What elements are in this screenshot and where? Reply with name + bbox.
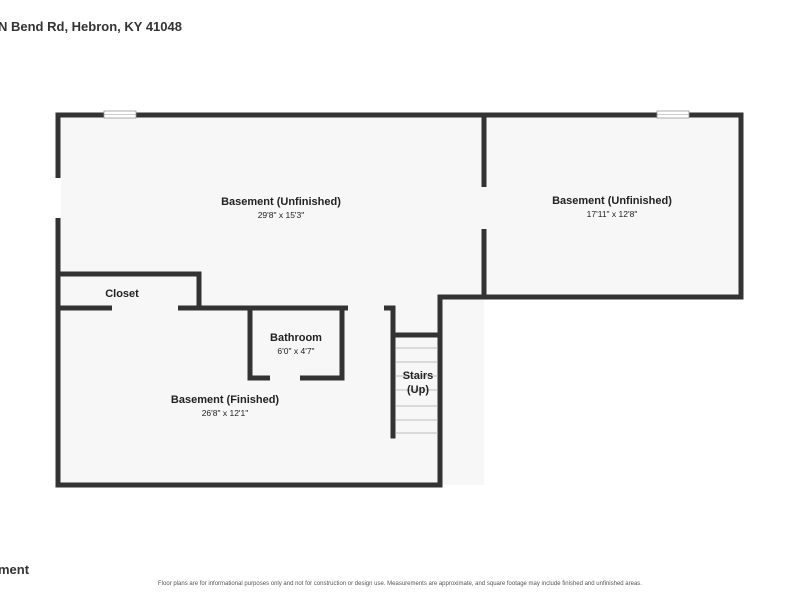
room-name-basement-unfinished-right: Basement (Unfinished) — [552, 195, 672, 207]
opening-bathroom — [270, 375, 300, 381]
floor-label: ment — [0, 562, 30, 577]
room-name-bathroom: Bathroom — [270, 332, 322, 344]
outer-wall — [55, 112, 744, 488]
closet-wall — [55, 271, 202, 311]
room-dims-basement-unfinished-left: 29'8" x 15'3" — [258, 210, 305, 220]
room-dims-basement-finished: 26'8" x 12'1" — [202, 408, 249, 418]
room-name-basement-finished: Basement (Finished) — [171, 394, 280, 406]
disclaimer-text: Floor plans are for informational purpos… — [158, 581, 642, 587]
windows — [103, 110, 690, 119]
opening-closet — [112, 305, 178, 311]
room-dims-basement-unfinished-right: 17'11" x 12'8" — [587, 209, 638, 219]
openings — [55, 178, 487, 381]
opening-left-wall — [55, 178, 61, 218]
room-dims-bathroom: 6'0" x 4'7" — [277, 346, 314, 356]
room-name-closet: Closet — [105, 288, 139, 300]
property-address: N Bend Rd, Hebron, KY 41048 — [0, 19, 182, 34]
floor-fill-right — [484, 115, 741, 297]
stair-treads — [396, 347, 438, 434]
opening-finished-top — [348, 305, 384, 311]
room-name-basement-unfinished-left: Basement (Unfinished) — [221, 196, 341, 208]
opening-divider — [481, 187, 487, 229]
room-name-stairs: Stairs — [403, 370, 434, 382]
floor-fill-lower-right — [440, 297, 484, 337]
room-name-stairs-direction: (Up) — [407, 384, 429, 396]
floor-fill-main — [58, 115, 484, 485]
